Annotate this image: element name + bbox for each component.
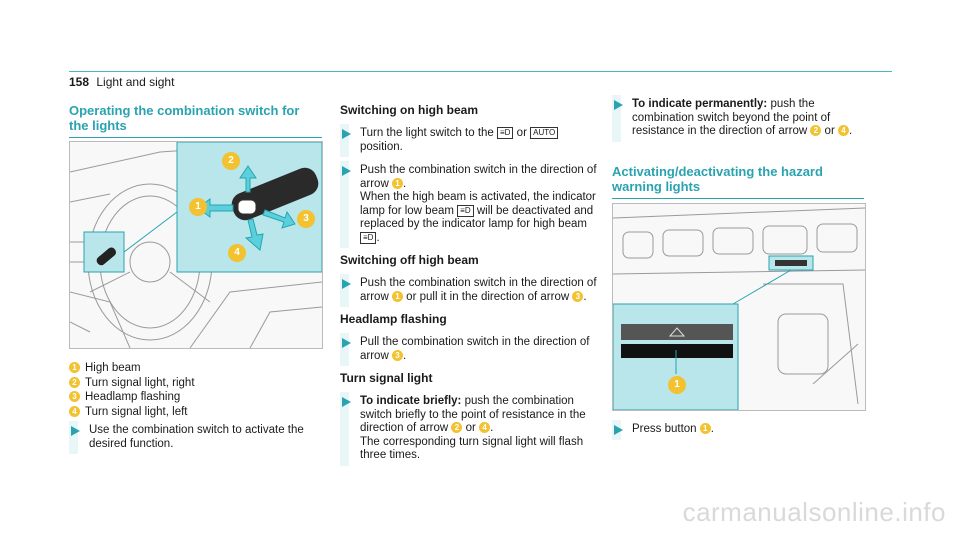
instruction-step: Press button 1. <box>612 420 864 440</box>
step-arrow-icon <box>342 279 351 289</box>
subheading-turn-signal: Turn signal light <box>340 371 433 385</box>
low-beam-icon: ≡D <box>457 204 474 217</box>
figure1-callout-3: 3 <box>297 210 315 228</box>
step-arrow-icon <box>342 397 351 407</box>
chapter-title: Light and sight <box>96 75 175 89</box>
instruction-step: To indicate permanently: push the combin… <box>612 95 864 142</box>
watermark: carmanualsonline.info <box>682 497 946 527</box>
column-1: Operating the combination switch for the… <box>69 103 322 138</box>
figure-steering-combination-switch: 1 2 3 4 <box>69 141 323 349</box>
column-3: To indicate permanently: push the combin… <box>612 95 864 147</box>
page-header: 158 Light and sight <box>69 75 174 89</box>
steering-illustration <box>70 142 322 348</box>
figure1-callout-2: 2 <box>222 152 240 170</box>
step-arrow-icon <box>614 100 623 110</box>
header-rule <box>69 71 892 72</box>
instruction-step: Use the combination switch to activate t… <box>69 421 322 454</box>
figure-hazard-button: 1 <box>612 203 866 411</box>
subheading-high-beam-off: Switching off high beam <box>340 253 479 267</box>
step-arrow-icon <box>342 129 351 139</box>
instruction-step: Push the combination switch in the direc… <box>340 274 598 307</box>
section-rule <box>69 137 322 138</box>
section-heading-combination-switch: Operating the combination switch for the… <box>69 103 300 133</box>
section-rule <box>612 198 864 199</box>
subheading-headlamp-flashing: Headlamp flashing <box>340 312 447 326</box>
step-arrow-icon <box>342 166 351 176</box>
figure2-callout-1: 1 <box>668 376 686 394</box>
page-number: 158 <box>69 75 90 89</box>
figure1-callout-1: 1 <box>189 198 207 216</box>
step-arrow-icon <box>342 338 351 348</box>
instruction-step: Pull the combination switch in the direc… <box>340 333 598 366</box>
subheading-high-beam-on: Switching on high beam <box>340 103 478 117</box>
column-3-steps: Press button 1. <box>612 420 864 445</box>
instruction-step: Push the combination switch in the direc… <box>340 161 598 248</box>
high-beam-icon: ≡D <box>360 231 377 244</box>
column-2: Switching on high beam Turn the light sw… <box>340 103 598 471</box>
figure1-callout-4: 4 <box>228 244 246 262</box>
column-3-heading: Activating/deactivating the hazard warni… <box>612 164 864 199</box>
column-1-steps: Use the combination switch to activate t… <box>69 421 322 459</box>
step-arrow-icon <box>71 426 80 436</box>
dashboard-illustration <box>613 204 865 410</box>
step-arrow-icon <box>614 425 623 435</box>
auto-light-icon: AUTO <box>530 127 559 139</box>
section-heading-hazard-lights: Activating/deactivating the hazard warni… <box>612 164 823 194</box>
instruction-step: To indicate briefly: push the combinatio… <box>340 392 598 466</box>
low-beam-icon: ≡D <box>497 127 514 139</box>
instruction-step: Turn the light switch to the ≡D or AUTO … <box>340 124 598 157</box>
